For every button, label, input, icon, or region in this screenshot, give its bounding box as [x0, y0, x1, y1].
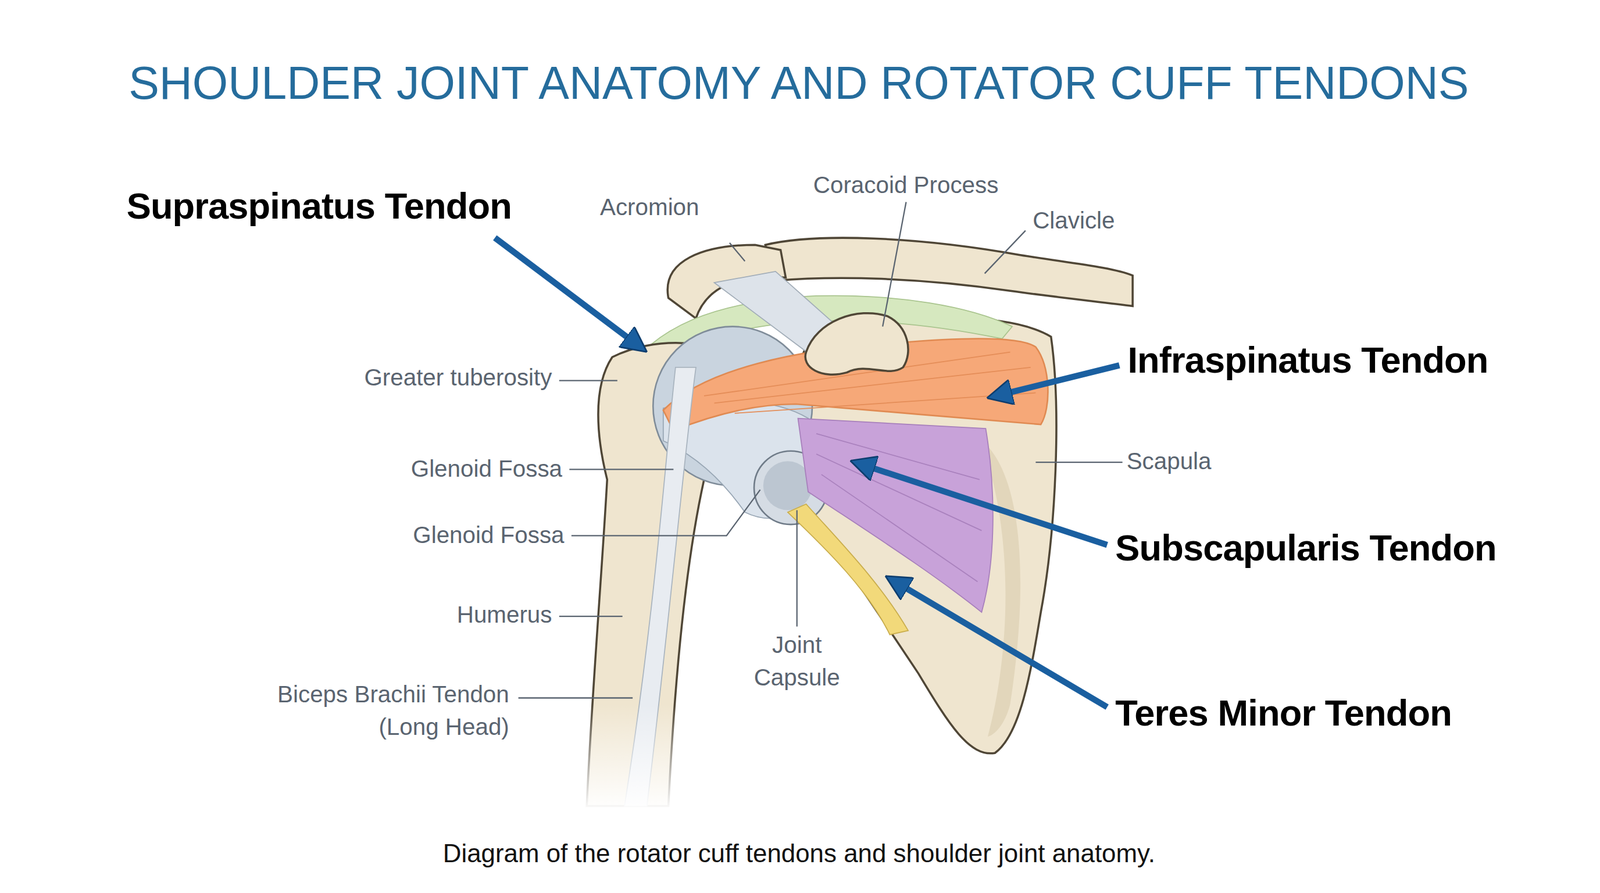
part-label: Clavicle [1032, 204, 1115, 237]
tendon-label: Supraspinatus Tendon [126, 183, 512, 229]
part-label: Greater tuberosity [363, 361, 552, 394]
part-label: Biceps Brachii Tendon (Long Head) [223, 677, 509, 743]
tendon-label: Infraspinatus Tendon [1127, 337, 1488, 383]
diagram-title: SHOULDER JOINT ANATOMY AND ROTATOR CUFF … [128, 56, 1469, 110]
teres-minor-muscle [787, 504, 909, 635]
part-label: Joint Capsule [743, 628, 850, 694]
part-label: Humerus [456, 597, 553, 631]
diagram-caption: Diagram of the rotator cuff tendons and … [443, 838, 1156, 869]
tendon-label: Subscapularis Tendon [1115, 525, 1496, 571]
callout-arrows [494, 237, 1120, 707]
part-label: Scapula [1126, 444, 1212, 478]
part-label: Acromion [600, 190, 700, 224]
part-label: Glenoid Fossa [412, 518, 564, 552]
coracoid-bone [805, 313, 909, 375]
part-label: Glenoid Fossa [411, 452, 563, 485]
fade-overlay [551, 704, 735, 812]
leader-lines [518, 202, 1123, 699]
tendon-label: Teres Minor Tendon [1115, 690, 1452, 736]
part-label: Coracoid Process [813, 168, 999, 202]
